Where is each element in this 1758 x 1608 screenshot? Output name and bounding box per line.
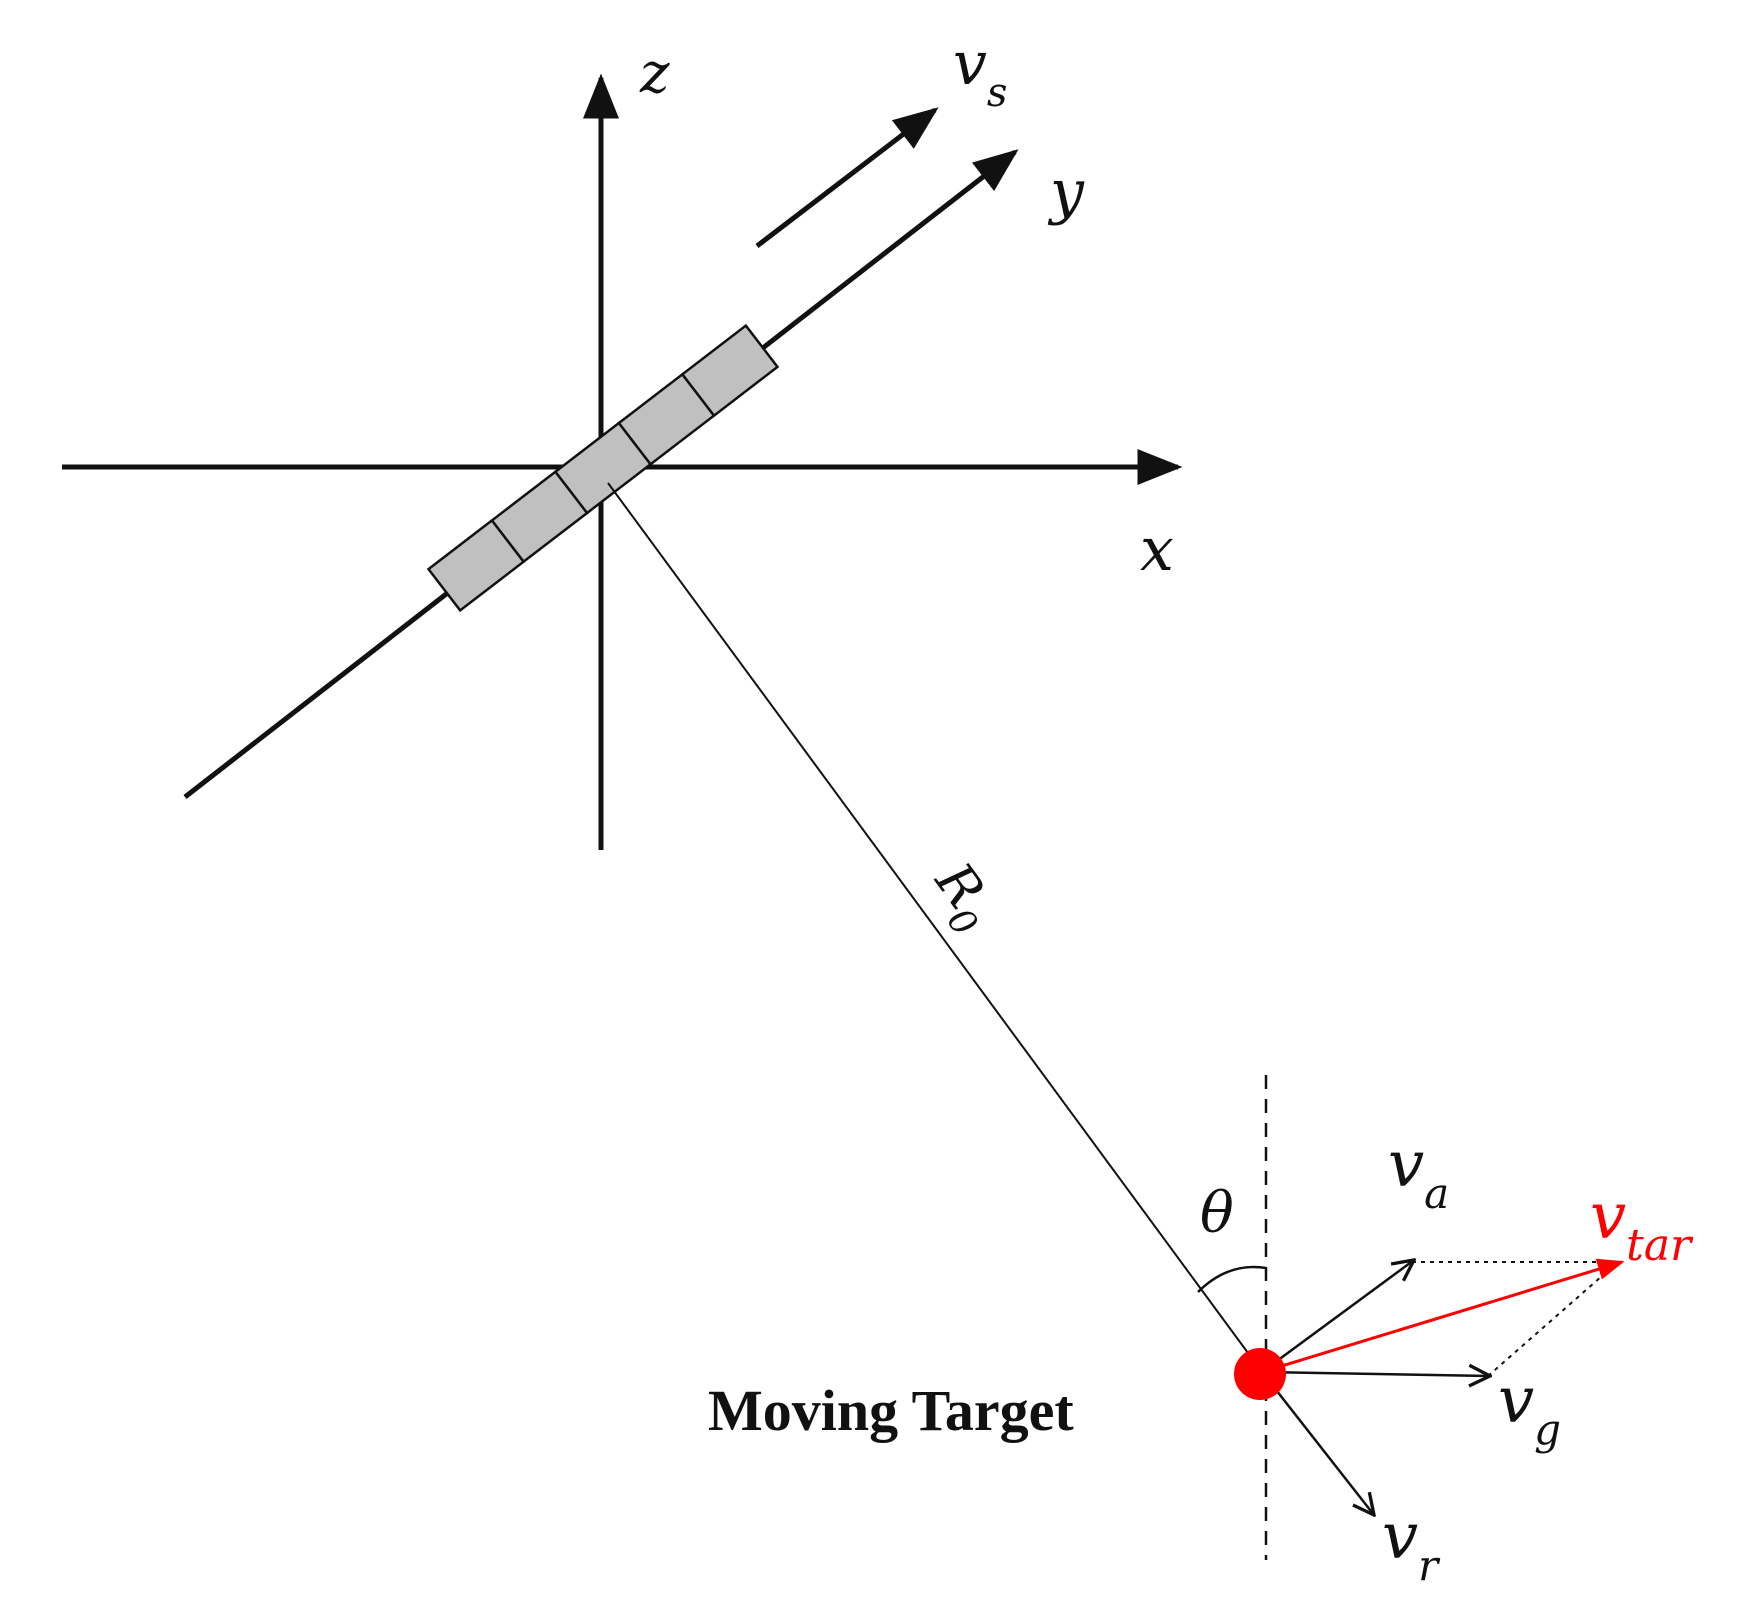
- v-r-arrow: [1261, 1371, 1374, 1515]
- sensor-velocity-arrow: [755, 107, 939, 248]
- angle-theta-label: θ: [1200, 1181, 1234, 1246]
- dotted-projection-diagonal: [1487, 1261, 1619, 1377]
- z-axis-label: z: [639, 41, 670, 106]
- sensor-velocity-label: vs: [953, 29, 1007, 116]
- antenna-array: [426, 323, 780, 613]
- moving-target-caption: Moving Target: [708, 1378, 1074, 1443]
- angle-arc: [1197, 1265, 1267, 1293]
- v-g-label: vg: [1498, 1364, 1561, 1454]
- v-r-label: vr: [1382, 1500, 1441, 1590]
- v-tar-label: vtar: [1590, 1180, 1694, 1271]
- v-a-arrow: [1261, 1260, 1414, 1374]
- v-a-label: va: [1388, 1128, 1449, 1218]
- range-label: R0: [915, 852, 1009, 944]
- v-tar-arrow: [1261, 1258, 1625, 1374]
- slant-range-line: [607, 482, 1263, 1373]
- y-axis-label: y: [1047, 157, 1085, 227]
- antenna-element: [680, 323, 780, 418]
- v-g-arrow: [1261, 1372, 1490, 1376]
- moving-target-dot: [1234, 1348, 1286, 1400]
- x-axis-label: x: [1140, 515, 1174, 585]
